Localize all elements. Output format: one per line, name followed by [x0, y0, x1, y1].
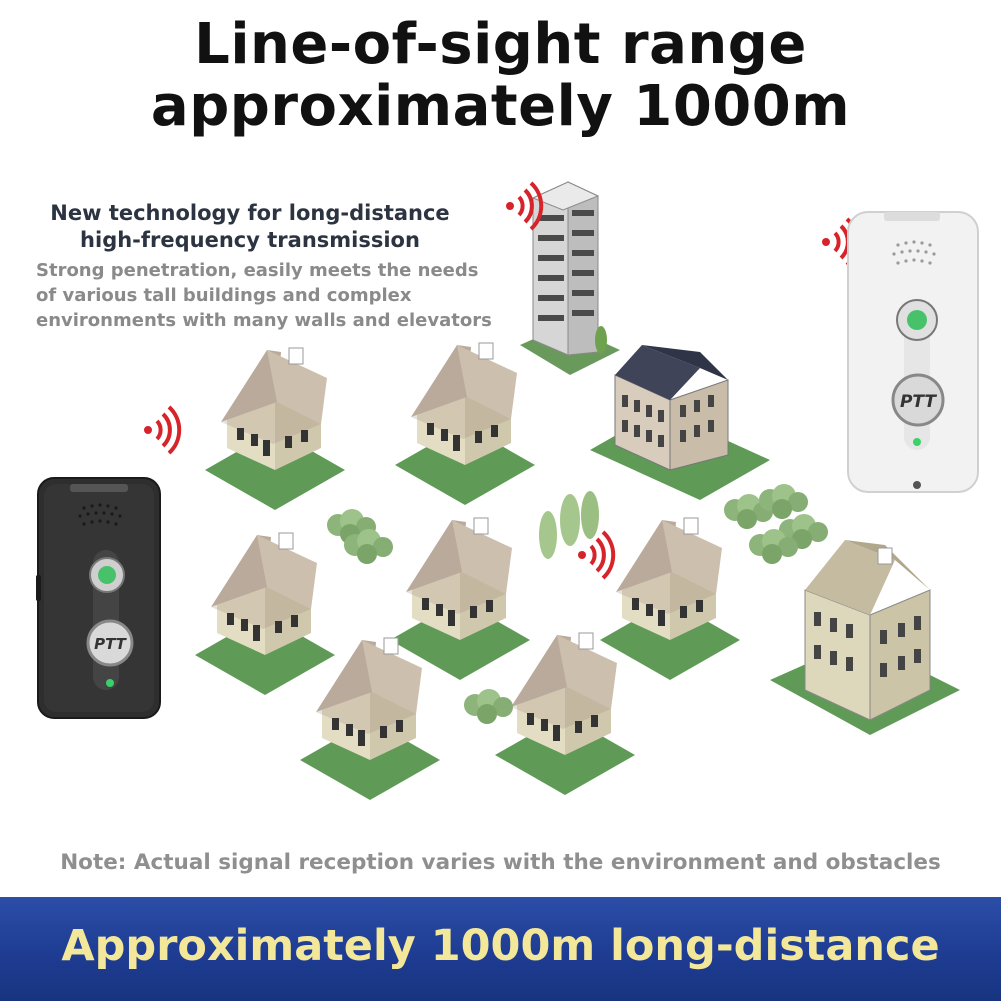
trees: [539, 491, 599, 559]
ptt-label: PTT: [94, 635, 128, 653]
tall-building: [520, 181, 620, 375]
note-text: Note: Actual signal reception varies wit…: [60, 850, 941, 875]
house-7: [494, 632, 636, 796]
mic-icon: [913, 481, 921, 489]
phone-icon: [907, 310, 927, 330]
feature-title-line-2: high-frequency transmission: [80, 228, 420, 252]
signal-icon: [576, 530, 616, 580]
brick-building: [590, 345, 770, 500]
speaker-grille: [78, 503, 122, 526]
headline-line-1: Line-of-sight range: [194, 12, 807, 77]
ptt-button: [891, 373, 945, 427]
bottom-banner: [0, 897, 1001, 1001]
status-led: [913, 438, 921, 446]
house-4: [389, 517, 531, 681]
feature-desc-line-1: Strong penetration, easily meets the nee…: [36, 260, 479, 281]
house-3: [194, 532, 336, 696]
speaker-grille: [892, 240, 936, 265]
bush-7: [464, 689, 513, 724]
feature-title: New technology for long-distance high-fr…: [20, 200, 480, 254]
feature-description: Strong penetration, easily meets the nee…: [36, 258, 536, 333]
white-ptt-device: PTT: [847, 211, 979, 493]
house-2: [394, 342, 536, 506]
feature-title-line-1: New technology for long-distance: [50, 201, 450, 225]
tower-building: [770, 540, 960, 735]
status-led: [106, 679, 114, 687]
black-ptt-device: PTT: [36, 477, 161, 719]
banner-text: Approximately 1000m long-distance: [61, 921, 940, 971]
house-1: [204, 347, 346, 511]
headline: Line-of-sight range approximately 1000m: [0, 14, 1001, 138]
feature-desc-line-3: environments with many walls and elevato…: [36, 310, 492, 331]
feature-desc-line-2: of various tall buildings and complex: [36, 285, 412, 306]
phone-icon: [98, 566, 116, 584]
headline-line-2: approximately 1000m: [150, 74, 851, 139]
signal-icon: [142, 405, 182, 455]
ptt-label: PTT: [900, 392, 937, 412]
house-5: [599, 517, 741, 681]
ptt-button: [86, 619, 134, 667]
